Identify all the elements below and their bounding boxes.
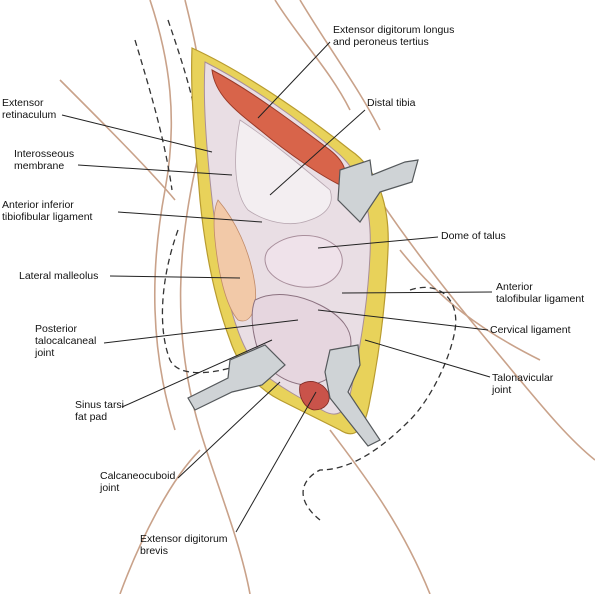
label-calcaneocuboid-joint: Calcaneocuboid joint <box>100 470 176 494</box>
retractor-right <box>324 344 381 447</box>
label-anterior-inferior-tibiofibular-ligament: Anterior inferior tibiofibular ligament <box>2 199 93 223</box>
label-lateral-malleolus: Lateral malleolus <box>19 270 99 282</box>
talus-dome-shape <box>264 235 343 288</box>
label-extensor-digitorum-brevis: Extensor digitorum brevis <box>140 533 228 557</box>
distal-tibia-shape <box>235 119 332 225</box>
lateral-malleolus-shape <box>213 199 257 322</box>
label-extensor-retinaculum: Extensor retinaculum <box>2 97 57 121</box>
label-extensor-digitorum-longus: Extensor digitorum longus and peroneus t… <box>333 24 455 48</box>
label-sinus-tarsi-fat-pad: Sinus tarsi fat pad <box>75 399 125 423</box>
label-dome-of-talus: Dome of talus <box>441 230 506 242</box>
label-posterior-talocalcaneal-joint: Posterior talocalcaneal joint <box>35 323 97 359</box>
label-anterior-talofibular-ligament: Anterior talofibular ligament <box>496 281 585 305</box>
label-talonavicular-joint: Talonavicular joint <box>492 372 554 396</box>
label-distal-tibia: Distal tibia <box>367 97 416 109</box>
label-interosseous-membrane: Interosseous membrane <box>14 148 75 172</box>
retractor-top <box>337 159 419 223</box>
retractor-left <box>187 344 286 411</box>
skin-outline <box>59 0 595 594</box>
label-cervical-ligament: Cervical ligament <box>490 324 571 336</box>
leader-lines <box>61 41 493 533</box>
